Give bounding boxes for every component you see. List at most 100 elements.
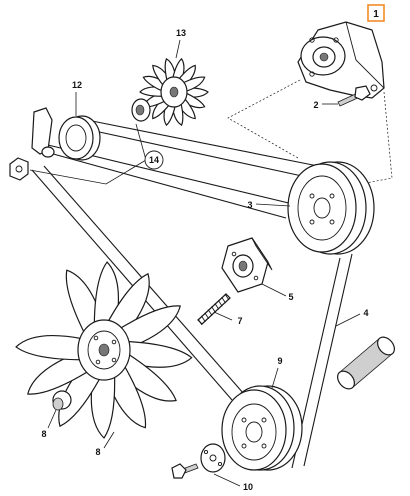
fan-8-blade-9 — [58, 363, 103, 428]
callout-8-label: 8 — [41, 429, 46, 439]
callout-9-label: 9 — [277, 356, 282, 366]
washer-10-hole-b — [217, 461, 223, 467]
stud-7-thread-9 — [224, 293, 230, 301]
callout-13[interactable]: 13 — [175, 28, 186, 59]
flange-5-edge — [251, 237, 273, 271]
fan-wheel-13-part — [139, 57, 209, 127]
bracket-hole-a — [309, 37, 315, 43]
sleeve-start — [337, 370, 355, 390]
callout-7-label: 7 — [237, 316, 242, 326]
callout-13-leader — [175, 39, 181, 59]
stud-7-thread-8 — [221, 296, 226, 304]
sleeve-end — [377, 336, 395, 356]
bolt-2-head — [354, 85, 371, 101]
callout-2[interactable]: 2 — [313, 100, 338, 110]
callout-5-label: 5 — [288, 292, 293, 302]
hex-nut-hole — [15, 165, 23, 173]
callout-4-label: 4 — [363, 308, 368, 318]
stud-7-shank — [197, 293, 231, 325]
pulley-9-part — [221, 385, 303, 471]
assembly-line-bracket-left — [227, 79, 301, 159]
callout-2-label: 2 — [313, 100, 318, 110]
callout-5[interactable]: 5 — [261, 283, 294, 302]
bracket-edge — [345, 21, 385, 89]
callout-3-label: 3 — [247, 200, 252, 210]
fan-8-blade-10 — [27, 351, 92, 395]
callout-7[interactable]: 7 — [213, 311, 243, 326]
hex-nut-part — [9, 157, 29, 181]
bracket-mount-hole — [370, 84, 378, 92]
fan-hub-hole-b — [111, 339, 117, 345]
callout-8[interactable]: 8 — [41, 409, 57, 439]
pulley-3-hole-d — [329, 219, 335, 225]
assembly-line-bracket-right — [349, 91, 393, 187]
pulley-9-front-rim — [221, 389, 287, 471]
flange-5-hole-a — [231, 251, 237, 257]
callout-3[interactable]: 3 — [247, 200, 291, 210]
callout-10-leader — [213, 473, 241, 487]
bolt-2-part — [337, 85, 371, 107]
idler-washer — [41, 146, 55, 158]
callout-7-leader — [213, 311, 233, 321]
fan-bushing-hole — [135, 104, 145, 116]
callout-10[interactable]: 10 — [213, 473, 253, 492]
stud-7-part — [197, 293, 231, 326]
upper-belt-top-edge — [91, 120, 319, 167]
washer-10-hole-a — [203, 449, 209, 455]
bracket-hole-c — [309, 71, 315, 77]
fan-8-blade-5 — [124, 340, 193, 368]
callout-14-leader-a — [29, 159, 147, 185]
callout-8-fan-leader — [103, 431, 115, 449]
stud-7-thread-5 — [211, 306, 216, 313]
callout-13-label: 13 — [176, 28, 186, 38]
pulley-9-hub — [245, 421, 263, 443]
callout-4[interactable]: 4 — [335, 308, 369, 327]
callout-8-fan[interactable]: 8 — [95, 431, 115, 457]
washer-10-disc — [200, 443, 226, 473]
bolt-10-part — [171, 463, 199, 479]
pulley-9-hole-c — [241, 443, 247, 449]
pulley-3-face — [297, 175, 347, 241]
flange-5-part — [221, 237, 273, 293]
stud-7-thread-4 — [207, 309, 213, 316]
callout-14-leader-b — [135, 123, 147, 161]
main-belt-left-outer — [31, 169, 233, 401]
pulley-3-hub — [313, 197, 331, 219]
cap-nut-8-part — [52, 390, 72, 411]
callout-1-label: 1 — [373, 9, 379, 20]
bracket-bore-center — [319, 52, 329, 62]
cooling-fan-8-part — [15, 261, 193, 439]
fan-13-bore — [169, 86, 179, 98]
stud-7-thread-2 — [201, 315, 206, 323]
callout-12[interactable]: 12 — [72, 80, 82, 116]
callout-14-label: 14 — [149, 155, 159, 165]
hex-nut-outline — [9, 157, 29, 181]
stud-7-thread-6 — [214, 303, 220, 310]
callout-4-leader — [335, 313, 361, 327]
upper-belt-lower-edge — [45, 151, 287, 219]
fan-hub-hole-a — [93, 335, 99, 341]
cap-nut-face — [52, 397, 64, 411]
pulley-9-face — [231, 403, 277, 461]
callout-9[interactable]: 9 — [271, 356, 283, 389]
fan-8-blade-3 — [105, 272, 150, 337]
fan-wheel-bushing — [131, 98, 151, 122]
fan-8-blade-2 — [93, 261, 120, 329]
callout-1[interactable]: 1 — [367, 4, 385, 22]
stud-7-thread-7 — [217, 300, 223, 307]
fan-8-blade-11 — [15, 334, 83, 361]
bracket-hole-b — [333, 37, 339, 43]
main-belt-right-inner — [303, 253, 353, 467]
callout-9-leader — [271, 367, 279, 389]
callout-10-label: 10 — [243, 482, 253, 492]
callout-8-fan-label: 8 — [95, 447, 100, 457]
washer-10-part — [200, 443, 226, 473]
callout-8-leader — [47, 409, 57, 429]
pulley-9-hole-b — [261, 417, 267, 423]
stud-7-thread-1 — [197, 318, 203, 326]
pulley-9-hole-d — [261, 443, 267, 449]
idler-pulley-hub — [65, 124, 87, 152]
callout-14[interactable]: 14 — [29, 123, 164, 185]
